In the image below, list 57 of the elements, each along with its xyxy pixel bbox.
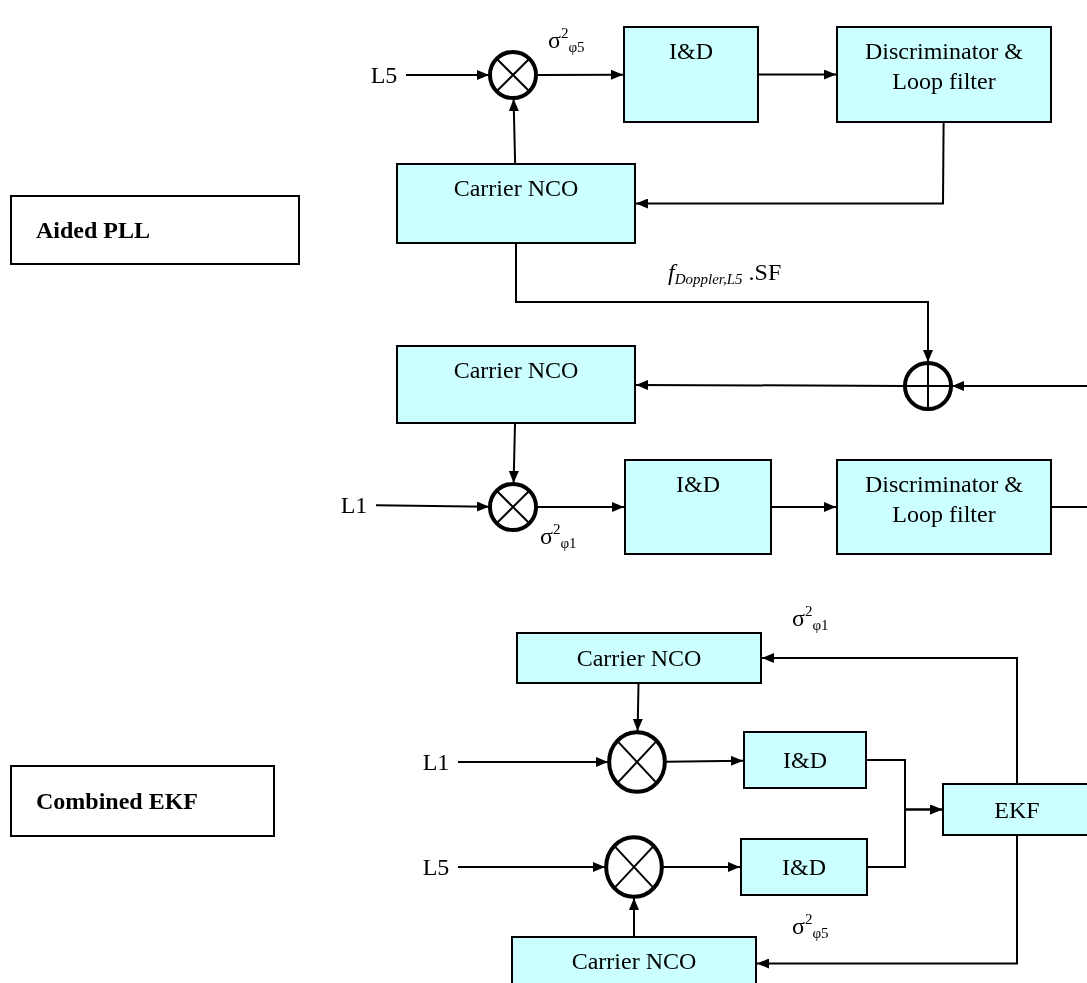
box-text: Discriminator & Loop filter [864,37,1024,96]
process-box [743,731,867,789]
arrow [662,862,741,872]
box-text: Aided PLL [36,216,151,245]
process-box [942,783,1087,836]
arrow [665,755,744,766]
box-text: Carrier NCO [453,356,579,385]
connector-line [1051,506,1087,508]
arrow [635,379,905,390]
box-text: I&D [783,746,827,775]
box-text: I&D [676,470,720,499]
box-text: EKF [994,795,1040,825]
arrow [756,835,1018,969]
box-text: I&D [669,37,713,66]
arrow [457,862,606,872]
arrow [867,804,943,868]
box-text: Discriminator & Loop filter [864,470,1024,529]
arrow [405,70,490,80]
process-box [511,936,757,983]
arrow [951,381,1087,391]
box-text: Carrier NCO [571,947,697,976]
process-box [516,632,762,684]
arrow [508,98,519,164]
process-box [836,26,1052,123]
mixer-symbol [489,483,537,531]
arrow [758,69,837,80]
summing-junction [904,362,952,410]
process-box [624,459,772,555]
signal-label: L1 [332,488,376,522]
title-box [10,195,300,265]
box-text: Carrier NCO [576,644,702,673]
box-text: I&D [782,853,826,882]
arrow [635,122,945,209]
arrow [771,502,837,512]
mixer-symbol [489,51,537,99]
arrow [536,502,625,512]
process-box [396,345,636,424]
arrow [457,757,609,767]
arrow [536,69,624,80]
title-box [10,765,275,837]
signal-label: L5 [362,58,406,92]
arrow [761,653,1018,784]
signal-label: L5 [414,850,458,884]
box-text: Carrier NCO [453,174,579,203]
arrow [375,501,490,512]
box-text: Combined EKF [36,787,199,816]
process-box [836,459,1052,555]
signal-label: L1 [414,745,458,779]
arrow [629,897,639,937]
process-box [396,163,636,244]
mixer-symbol [608,731,666,793]
process-box [623,26,759,123]
arrow [508,423,519,484]
process-box [740,838,868,896]
mixer-symbol [605,836,663,898]
arrow [515,243,933,363]
arrow [632,683,643,732]
